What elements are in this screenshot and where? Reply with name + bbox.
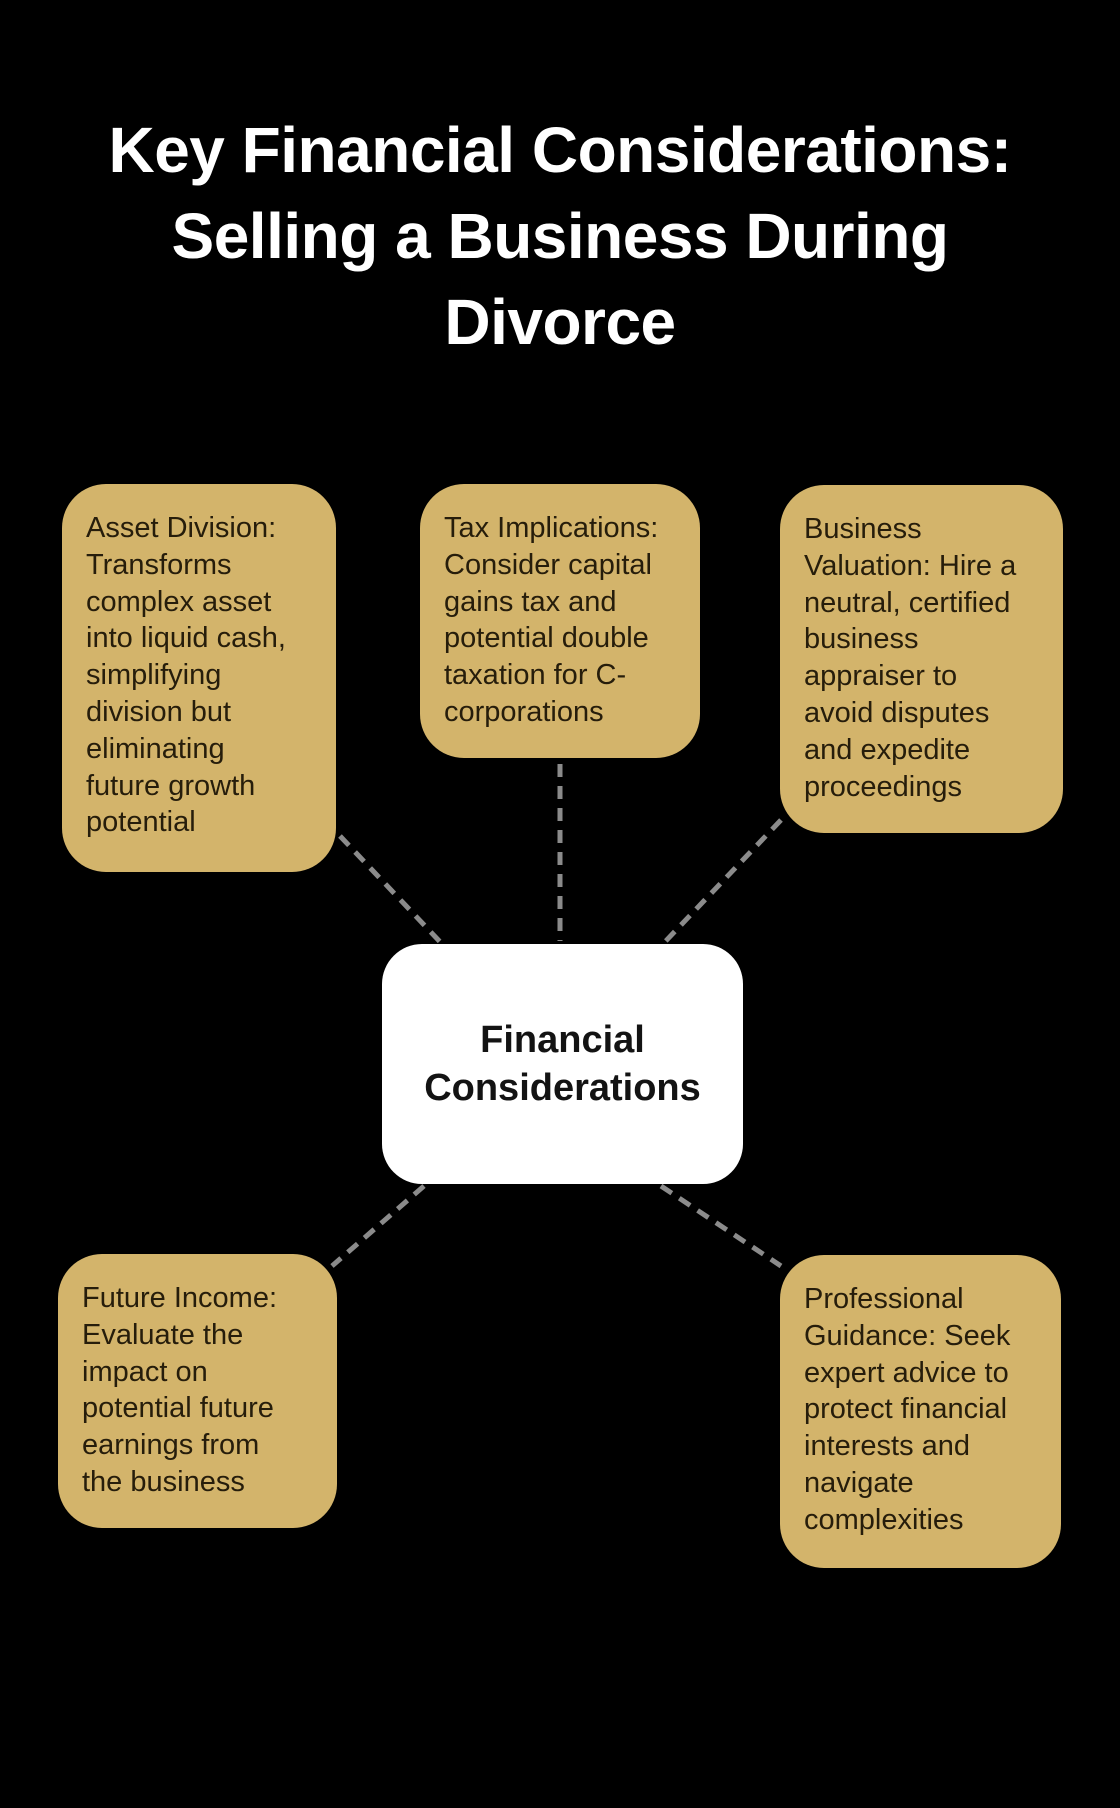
connector-asset-division [338, 834, 446, 948]
connector-business-valuation [659, 818, 783, 948]
page-title: Key Financial Considerations: Selling a … [0, 107, 1120, 365]
page-title-line-3: Divorce [444, 286, 676, 358]
connector-future-income [330, 1184, 426, 1268]
page-title-line-1: Key Financial Considerations: [108, 114, 1012, 186]
page-title-line-2: Selling a Business During [171, 200, 950, 272]
connector-professional-guidance [659, 1183, 783, 1269]
